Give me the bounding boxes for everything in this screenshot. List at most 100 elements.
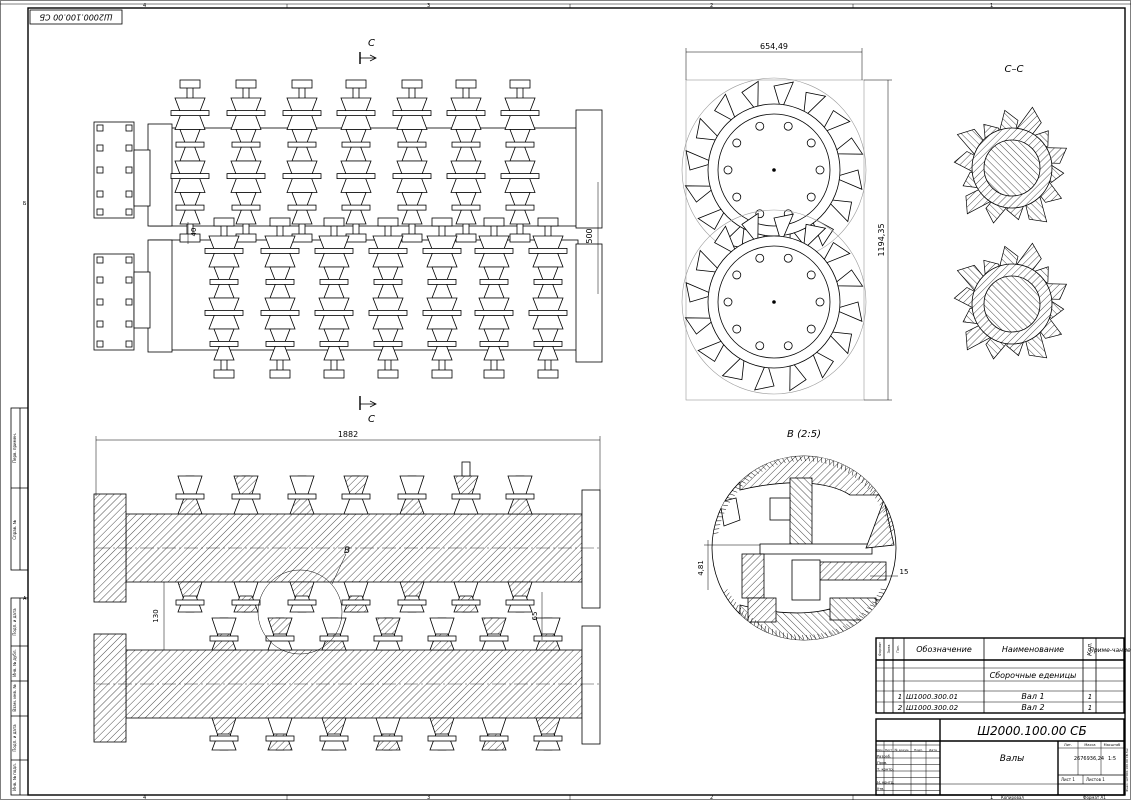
knife-tip [269, 369, 291, 379]
tb-role-label: Т. контр. [876, 768, 894, 772]
zone-top-1: 1 [990, 3, 993, 9]
tb-col-header: № докум. [895, 748, 910, 752]
rotor-bolt-hole [723, 297, 733, 307]
section-mark-c-top: С [359, 38, 377, 64]
detail-tooth [729, 493, 735, 496]
rotor-bolt-hole [806, 192, 816, 202]
spec-row-1-qty: 1 [1088, 693, 1092, 701]
knife-tip [179, 233, 201, 243]
spacer-ring [397, 141, 427, 148]
detail-tooth [762, 465, 767, 470]
spacer-ring [479, 340, 509, 347]
long-knife-head [429, 717, 455, 737]
dim-gap-top-label: 40 [190, 228, 198, 237]
long-knife-head [399, 497, 425, 515]
detail-tooth [858, 475, 861, 481]
detail-tooth [817, 633, 821, 639]
detail-tooth [887, 520, 893, 525]
zone-side-a: А [23, 596, 27, 602]
rotor-tooth [773, 81, 794, 112]
knife-tip [509, 79, 531, 89]
dim-offset-bottom-label: 65 [531, 612, 539, 621]
knife-tip [345, 233, 367, 243]
detail-tooth [722, 504, 728, 507]
dim-spacing-bottom-label: 130 [152, 609, 160, 622]
long-knife-spacer [505, 493, 535, 500]
spec-row-2-designation: Ш1000.300.02 [906, 704, 959, 712]
flange-bolt [96, 320, 104, 328]
zone-bottom-2: 2 [710, 795, 713, 800]
flange-bolt [96, 166, 104, 174]
detail-tooth [783, 632, 785, 638]
spacer-ring [422, 247, 462, 254]
rotor-outer-circle [681, 209, 867, 395]
detail-tooth [874, 598, 880, 601]
long-knife-head [481, 617, 507, 637]
spec-row-1-designation: Ш1000.300.01 [906, 693, 958, 701]
detail-tooth [876, 595, 883, 598]
spacer-ring [282, 110, 322, 116]
flange-bolt [96, 256, 104, 264]
spacer-ring [314, 247, 354, 254]
rotor-hub-ring [717, 113, 831, 227]
title-block-mass-label: Масса [1084, 743, 1095, 747]
knife-tip [483, 369, 505, 379]
spacer-ring [500, 173, 540, 180]
zone-top-3: 3 [427, 3, 430, 9]
spacer-ring [392, 110, 432, 116]
long-knife-spacer [533, 635, 563, 642]
spacer-ring [397, 204, 427, 211]
spacer-ring [226, 110, 266, 116]
spec-header-zone: Зона [887, 645, 891, 654]
spacer-ring [533, 278, 563, 285]
margin-label-3: Инв. № дубл. [12, 649, 17, 676]
long-knife-head [535, 717, 561, 737]
rotor-tooth [830, 137, 864, 155]
spec-header-format: Формат [878, 642, 882, 656]
detail-tooth [842, 625, 847, 630]
detail-tooth [808, 456, 811, 462]
title-block-scale-value: 1:5 [1108, 756, 1116, 762]
dim-offset-bottom: 65 [531, 592, 543, 640]
spacer-ring [505, 141, 535, 148]
spec-row-1-pos: 1 [898, 693, 902, 701]
long-knife-spacer [175, 599, 205, 606]
detail-tooth [880, 588, 887, 591]
long-knife-spacer [319, 735, 349, 742]
knife-tip [213, 369, 235, 379]
flange-bolt [96, 298, 104, 306]
rotor-bolt-hole [783, 341, 793, 351]
rotor-tooth [697, 338, 728, 362]
spacer-ring [209, 278, 239, 285]
margin-label-6: Инв. № подл. [12, 763, 17, 791]
tb-col-header: Дата [929, 748, 937, 752]
tb-col-header: Лист [885, 748, 893, 752]
spacer-ring [533, 340, 563, 347]
detail-tooth [846, 623, 851, 628]
detail-tooth [727, 595, 732, 601]
rotor-tooth [684, 185, 718, 203]
lower-shaft-end-block [575, 243, 603, 363]
section-mark-c-bottom: С [359, 396, 377, 425]
spacer-ring [231, 204, 261, 211]
margin-label-0: Перв. примен. [12, 433, 17, 463]
title-block-sheets: Листов 1 [1086, 777, 1105, 782]
flange-bolt [125, 124, 133, 132]
long-knife-head [343, 497, 369, 515]
detail-tooth [852, 619, 858, 624]
margin-label-1: Справ. № [12, 520, 17, 539]
rotor-bolt-hole [732, 324, 742, 334]
rotor-tooth [721, 353, 746, 381]
tb-role-label: Пров. [877, 761, 887, 765]
detail-tooth [732, 490, 738, 493]
title-block-mass-value: 2676936,24 [1074, 756, 1104, 762]
spec-header-designation: Обозначение [916, 645, 972, 654]
detail-tooth [782, 458, 786, 464]
detail-tooth [713, 532, 719, 534]
detail-tooth [764, 625, 766, 632]
detail-b-circle [257, 569, 343, 655]
long-knife-head [233, 497, 259, 515]
spacer-ring [209, 340, 239, 347]
specification-table: Формат Зона Поз. Обозначение Наименовани… [875, 637, 1131, 714]
detail-tooth [872, 601, 878, 604]
